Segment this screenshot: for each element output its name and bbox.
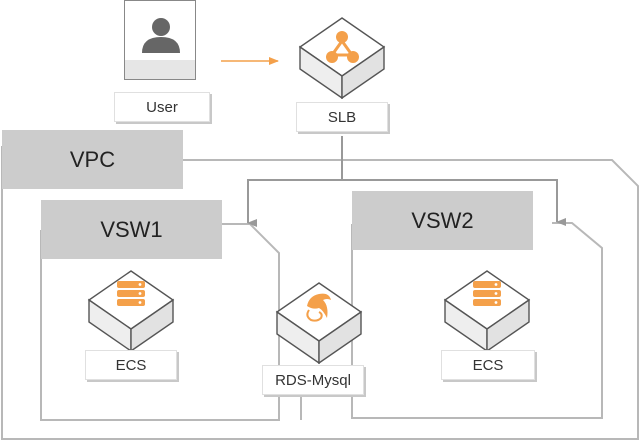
edge-slb-vsw1	[247, 179, 342, 227]
vpc-boundary	[1, 146, 639, 440]
server-icon	[87, 270, 175, 352]
ecs2-label: ECS	[441, 350, 535, 380]
mysql-dolphin-icon	[275, 282, 363, 364]
edge-slb-vsw2	[342, 179, 566, 226]
load-balancer-icon	[298, 17, 386, 99]
user-icon	[124, 0, 196, 80]
vsw2-header: VSW2	[352, 191, 533, 250]
slb-label: SLB	[296, 102, 388, 132]
vpc-header: VPC	[2, 130, 183, 189]
user-label: User	[114, 92, 210, 122]
ecs1-label: ECS	[85, 350, 177, 380]
vsw1-header: VSW1	[41, 200, 222, 259]
rds-label: RDS-Mysql	[262, 365, 364, 395]
server-icon	[443, 270, 531, 352]
